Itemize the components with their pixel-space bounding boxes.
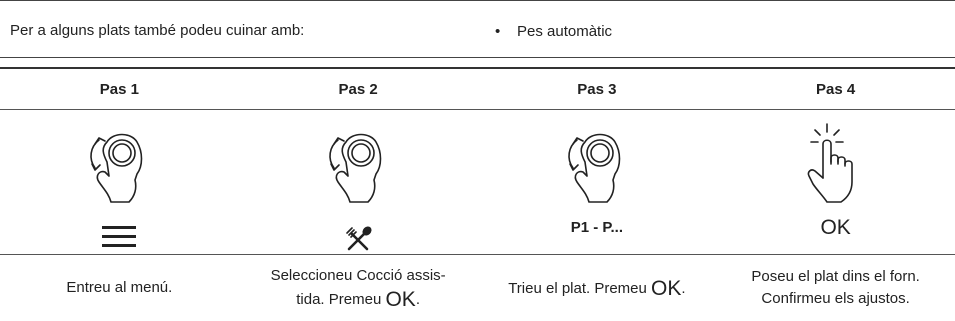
program-code-label: P1 - P... xyxy=(478,219,717,236)
step-4-illustration: OK xyxy=(716,110,955,255)
step-1-description: Entreu al menú. xyxy=(0,255,239,321)
step-4-description: Poseu el plat dins el forn. Confirmeu el… xyxy=(716,255,955,321)
step-4-header: Pas 4 xyxy=(716,68,955,110)
step-4-text-line1: Poseu el plat dins el forn. xyxy=(751,268,919,285)
step-1-illustration xyxy=(0,110,239,255)
step-2-illustration xyxy=(239,110,478,255)
intro-text: Per a alguns plats també podeu cuinar am… xyxy=(10,22,304,39)
step-2-description: Seleccioneu Cocció assis- tida. Premeu O… xyxy=(239,255,478,321)
tap-finger-icon xyxy=(801,122,871,204)
step-2-period: . xyxy=(416,291,420,308)
steps-icon-row: P1 - P... xyxy=(0,110,955,255)
step-2-header: Pas 2 xyxy=(239,68,478,110)
intro-bottom-rule xyxy=(0,57,955,58)
step-2-text-line2: tida. Premeu xyxy=(296,291,381,308)
step-4-text-line2: Confirmeu els ajustos. xyxy=(761,290,909,307)
bullet-mark: • xyxy=(495,23,517,40)
intro-section: Per a alguns plats també podeu cuinar am… xyxy=(0,0,955,58)
step-3-description: Trieu el plat. Premeu OK. xyxy=(478,255,717,321)
step-1-header: Pas 1 xyxy=(0,68,239,110)
step-3-illustration: P1 - P... xyxy=(478,110,717,255)
rotate-knob-icon xyxy=(557,122,637,204)
step-3-header: Pas 3 xyxy=(478,68,717,110)
step-2-text-line1: Seleccioneu Cocció assis- xyxy=(271,267,446,284)
step-1-text: Entreu al menú. xyxy=(66,279,172,296)
ok-inline-label: OK xyxy=(651,277,681,300)
step-3-period: . xyxy=(681,280,685,297)
rotate-knob-icon xyxy=(79,122,159,204)
step-3-text: Trieu el plat. Premeu xyxy=(508,280,647,297)
steps-table: Pas 1 Pas 2 Pas 3 Pas 4 xyxy=(0,67,955,321)
rotate-knob-icon xyxy=(318,122,398,204)
intro-bullet-item: •Pes automàtic xyxy=(495,23,612,40)
bullet-text: Pes automàtic xyxy=(517,23,612,40)
ok-label: OK xyxy=(716,216,955,240)
steps-description-row: Entreu al menú. Seleccioneu Cocció assis… xyxy=(0,255,955,321)
ok-inline-label: OK xyxy=(385,288,415,311)
steps-header-row: Pas 1 Pas 2 Pas 3 Pas 4 xyxy=(0,68,955,110)
top-rule xyxy=(0,0,955,1)
